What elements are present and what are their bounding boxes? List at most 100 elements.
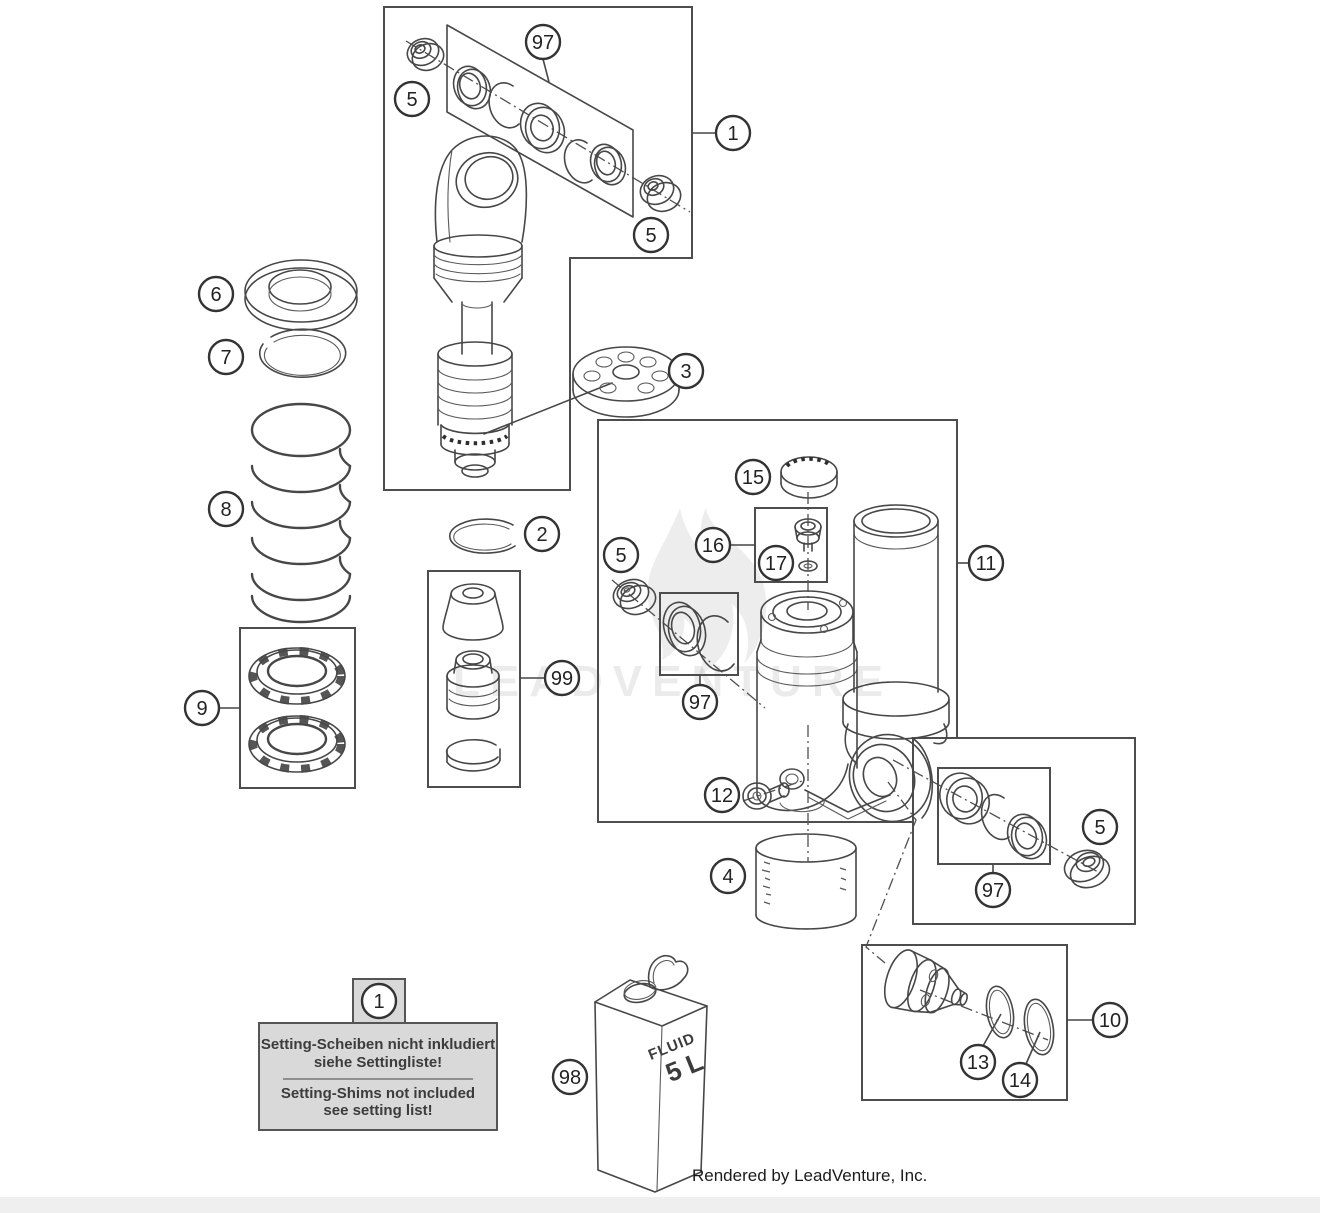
seal-kit-panel <box>406 24 682 218</box>
fluid-can: FLUID 5 L <box>594 955 708 1193</box>
note-line1-de: Setting-Scheiben nicht inkludiert <box>261 1036 495 1053</box>
callout-number-4-18: 4 <box>722 866 733 888</box>
callout-leader-14-22 <box>1025 1031 1041 1065</box>
callout-13-21[interactable]: 13 <box>959 1043 997 1081</box>
callout-1-3[interactable]: 1 <box>714 114 752 152</box>
callout-number-10-23: 10 <box>1099 1010 1121 1032</box>
callout-circle-10-23[interactable] <box>1091 1001 1129 1039</box>
callout-circle-1-25[interactable] <box>360 982 398 1020</box>
seal-head-kit-99 <box>442 583 504 772</box>
callout-circle-98-24[interactable] <box>551 1058 589 1096</box>
callout-6-4[interactable]: 6 <box>197 275 235 313</box>
callout-number-1-3: 1 <box>727 123 738 145</box>
callout-circle-97-15[interactable] <box>681 683 719 721</box>
callout-1-25[interactable]: 1 <box>360 982 398 1020</box>
callout-12-17[interactable]: 12 <box>703 776 741 814</box>
callout-97-15[interactable]: 97 <box>681 683 719 721</box>
callout-circle-99-9[interactable] <box>543 659 581 697</box>
shock-absorber <box>433 135 613 478</box>
callout-circle-3-10[interactable] <box>667 352 705 390</box>
valve-parts-16-17 <box>794 518 822 572</box>
callout-16-12[interactable]: 16 <box>694 526 732 564</box>
callout-circle-97-19[interactable] <box>974 871 1012 909</box>
callout-circle-6-4[interactable] <box>197 275 235 313</box>
compression-adjuster-parts <box>883 949 968 1014</box>
watermark-brand-text: LEADVENTURE <box>453 657 893 706</box>
callout-97-19[interactable]: 97 <box>974 871 1012 909</box>
adjuster-dial-15 <box>780 456 838 499</box>
callout-number-99-9: 99 <box>551 668 573 690</box>
callout-number-8-6: 8 <box>220 499 231 521</box>
callout-number-12-17: 12 <box>711 785 733 807</box>
callout-15-11[interactable]: 15 <box>734 458 772 496</box>
callout-number-97-19: 97 <box>982 880 1004 902</box>
note-line2-en: see setting list! <box>323 1102 432 1119</box>
callout-number-5-20: 5 <box>1094 817 1105 839</box>
main-spring-8 <box>250 402 352 624</box>
box-assembly-1 <box>383 6 693 491</box>
callout-circle-13-21[interactable] <box>959 1043 997 1081</box>
callout-5-2[interactable]: 5 <box>632 216 670 254</box>
callout-circle-8-6[interactable] <box>207 490 245 528</box>
callout-number-6-4: 6 <box>210 284 221 306</box>
leader-lines-layer <box>219 58 1093 1065</box>
box-lock-rings-9 <box>239 627 356 789</box>
callout-number-97-15: 97 <box>689 692 711 714</box>
callout-circle-15-11[interactable] <box>734 458 772 496</box>
seal-kit-97-mid-parts <box>662 601 735 672</box>
callout-17-13[interactable]: 17 <box>757 544 795 582</box>
callout-10-23[interactable]: 10 <box>1091 1001 1129 1039</box>
fluid-can-label: FLUID 5 L <box>646 1030 708 1088</box>
snap-ring-2 <box>448 518 516 554</box>
callout-circle-5-20[interactable] <box>1081 808 1119 846</box>
callout-number-5-2: 5 <box>645 225 656 247</box>
callout-9-7[interactable]: 9 <box>183 689 221 727</box>
callout-circle-12-17[interactable] <box>703 776 741 814</box>
callout-circle-14-22[interactable] <box>1001 1061 1039 1099</box>
callout-5-1[interactable]: 5 <box>393 80 431 118</box>
callout-5-14[interactable]: 5 <box>602 536 640 574</box>
callout-4-18[interactable]: 4 <box>709 857 747 895</box>
box-seal-kit-97-mid <box>659 592 739 676</box>
page-bottom-strip <box>0 1197 1320 1213</box>
callout-98-24[interactable]: 98 <box>551 1058 589 1096</box>
callout-circle-9-7[interactable] <box>183 689 221 727</box>
o-ring-13 <box>985 985 1015 1039</box>
callout-circle-4-18[interactable] <box>709 857 747 895</box>
callout-circle-17-13[interactable] <box>757 544 795 582</box>
callout-circle-5-14[interactable] <box>602 536 640 574</box>
callout-14-22[interactable]: 14 <box>1001 1061 1039 1099</box>
callout-circle-16-12[interactable] <box>694 526 732 564</box>
callout-circle-1-3[interactable] <box>714 114 752 152</box>
callout-circle-2-8[interactable] <box>523 515 561 553</box>
bolt-12 <box>742 782 790 810</box>
callout-circle-7-5[interactable] <box>207 338 245 376</box>
callout-8-6[interactable]: 8 <box>207 490 245 528</box>
spring-retainer-6 <box>244 259 358 331</box>
callout-3-10[interactable]: 3 <box>667 352 705 390</box>
callout-97-0[interactable]: 97 <box>524 23 562 61</box>
callout-99-9[interactable]: 99 <box>543 659 581 697</box>
callout-number-97-0: 97 <box>532 32 554 54</box>
piston-3 <box>572 346 680 418</box>
box-seal-kit-97-lower <box>937 767 1051 865</box>
callout-number-13-21: 13 <box>967 1052 989 1074</box>
callout-2-8[interactable]: 2 <box>523 515 561 553</box>
note-box: Setting-Scheiben nicht inkludiert siehe … <box>258 978 498 1131</box>
callout-circle-97-0[interactable] <box>524 23 562 61</box>
callout-circle-5-2[interactable] <box>632 216 670 254</box>
callout-circle-5-1[interactable] <box>393 80 431 118</box>
seal-cap-top-right <box>639 174 682 213</box>
box-seal-head-99 <box>427 570 521 788</box>
callout-11-16[interactable]: 11 <box>967 544 1005 582</box>
callout-leader-97-0 <box>542 58 550 83</box>
note-line1-en: Setting-Shims not included <box>281 1085 475 1102</box>
footer-credit: Rendered by LeadVenture, Inc. <box>692 1166 927 1185</box>
callout-5-20[interactable]: 5 <box>1081 808 1119 846</box>
callout-7-5[interactable]: 7 <box>207 338 245 376</box>
callout-number-2-8: 2 <box>536 524 547 546</box>
callout-circle-11-16[interactable] <box>967 544 1005 582</box>
